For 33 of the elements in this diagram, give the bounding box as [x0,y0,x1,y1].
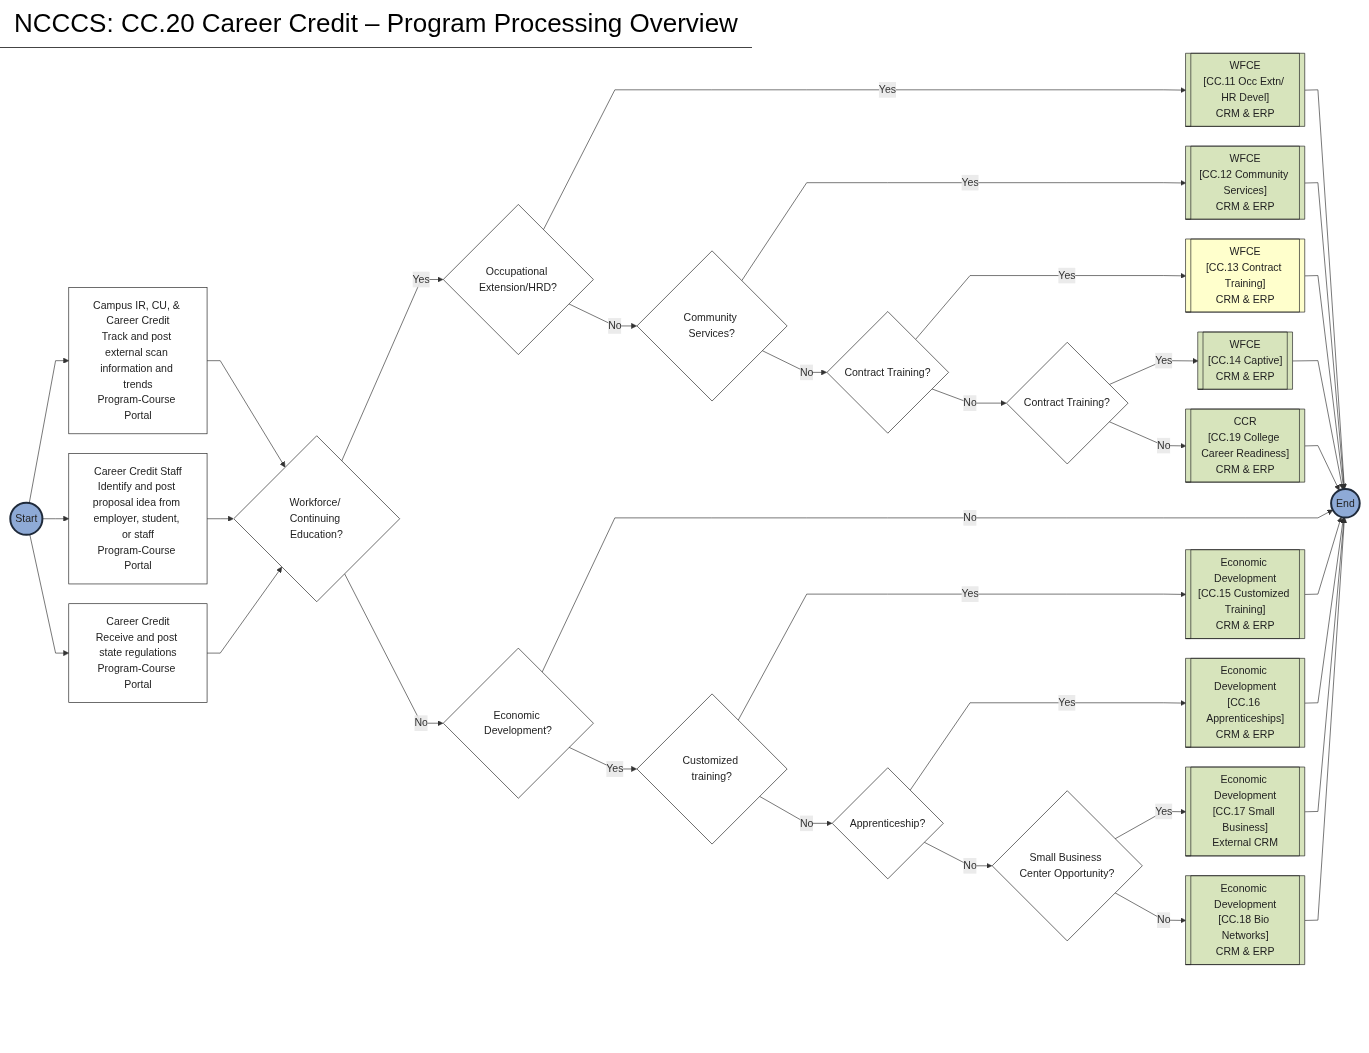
diagram-title: NCCCS: CC.20 Career Credit – Program Processing Overview [0,0,752,48]
edge-label: No [1156,439,1170,451]
edge-label: Yes [960,588,979,600]
edge-label: No [962,859,977,872]
edge-label: No [962,397,977,409]
edge-label: Yes [1057,269,1076,281]
node-box: Campus IR, CU, & Career Credit Track and post external scan information and trends Program-Course Portal [67,287,207,435]
node-diamond: Community Services? [636,250,787,402]
node-diamond: Economic Development? [442,647,594,799]
edge-label: No [1156,914,1170,926]
edge-label: No [799,366,813,378]
node-diamond: Apprenticeship? [831,767,944,880]
node-diamond: Workforce/ Continuing Education? [232,435,400,603]
node-box: Career Credit Receive and post state regulations Program-Course Portal [67,603,207,703]
edge-label: No [607,320,622,332]
edge-label: Yes [1154,354,1172,366]
edge-label: Yes [878,83,896,96]
node-diamond: Occupational Extension/HRD? [442,204,594,355]
node-diamond: Customized training? [636,693,787,845]
edge-label: No [962,511,977,524]
edge-label: No [799,817,813,829]
edge-label: Yes [1057,696,1076,709]
node-diamond: Small Business Center Opportunity? [991,790,1143,942]
node-diamond: Contract Training? [1005,341,1128,465]
edge-label: Yes [605,763,623,775]
node-box: Career Credit Staff Identify and post proposal idea from employer, student, or staff Program-Course Portal [67,453,207,585]
edge-label: Yes [960,176,979,188]
edge-label: No [413,717,428,729]
edge-label: Yes [412,273,430,285]
node-circle: Start [8,501,43,536]
node-circle: End [1329,487,1361,519]
edge-label: Yes [1154,805,1172,817]
node-diamond: Contract Training? [826,311,949,434]
